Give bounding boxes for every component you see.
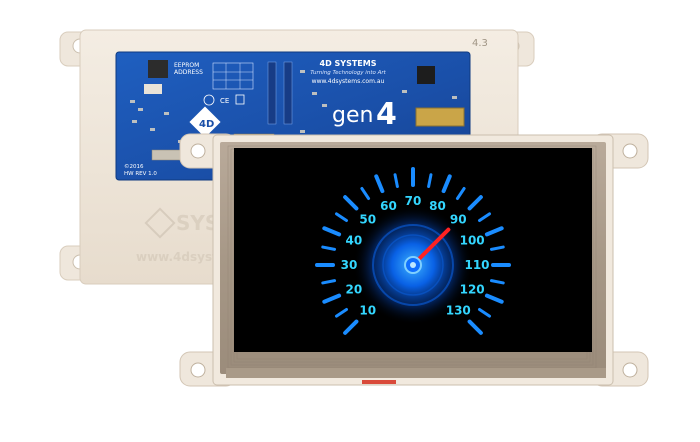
gauge-tick xyxy=(343,195,359,211)
gauge-tick xyxy=(321,279,337,285)
4d-logo-icon xyxy=(189,106,221,138)
gauge-label: 60 xyxy=(380,199,397,213)
board-brand: 4D SYSTEMS xyxy=(320,59,377,68)
gauge-label: 100 xyxy=(460,234,485,248)
copyright-text: ©2016 xyxy=(124,163,144,170)
gauge-tick xyxy=(467,195,483,211)
mounting-hole xyxy=(622,143,638,159)
gauge-ticks xyxy=(315,167,511,335)
cert-mark-icon xyxy=(203,94,215,106)
gen-logo-digit: 4 xyxy=(376,97,397,132)
gauge-tick xyxy=(427,173,433,189)
pin-header xyxy=(283,61,293,125)
fpc-connector xyxy=(415,107,465,127)
gauge-tick xyxy=(322,293,342,304)
gauge-label: 20 xyxy=(346,282,363,296)
gauge-labels: 10 20 30 40 50 60 70 80 90 100 110 120 130 xyxy=(341,194,490,317)
recycle-bin-icon xyxy=(235,94,245,105)
gauge-tick xyxy=(360,187,371,200)
fpc-marker xyxy=(362,380,396,384)
gauge-tick xyxy=(489,245,505,251)
gauge-label: 80 xyxy=(429,199,446,213)
gauge-tick xyxy=(322,226,342,237)
speedometer-gauge: 10 20 30 40 50 60 70 80 90 100 110 120 130 xyxy=(315,167,511,335)
revision-text: HW REV 1.0 xyxy=(124,171,157,177)
gauge-tick xyxy=(484,293,504,304)
pin-header xyxy=(267,61,277,125)
gauge-tick xyxy=(335,307,348,318)
gauge-label: 130 xyxy=(446,303,471,317)
gauge-tick xyxy=(484,226,504,237)
gauge-tick xyxy=(467,319,483,335)
config-table xyxy=(212,62,254,90)
processor-chip xyxy=(417,66,435,84)
model-tag: 4.3 xyxy=(472,38,488,49)
jumper-pad xyxy=(144,84,162,94)
front-module: 10 20 30 40 50 60 70 80 90 100 110 120 130 xyxy=(179,133,649,387)
gauge-tick xyxy=(455,187,466,200)
eeprom-label: EEPROM xyxy=(174,62,199,69)
gen-logo-text: gen xyxy=(332,103,373,128)
gauge-tick xyxy=(478,307,491,318)
gauge-tick xyxy=(489,279,505,285)
address-label: ADDRESS xyxy=(174,69,203,76)
gauge-label: 70 xyxy=(405,194,422,208)
gauge-label: 90 xyxy=(450,213,467,227)
gauge-label: 110 xyxy=(464,258,489,272)
gauge-label: 40 xyxy=(346,234,363,248)
mounting-hole xyxy=(190,143,206,159)
gauge-tick xyxy=(335,212,348,223)
gauge-label: 10 xyxy=(359,303,376,317)
gauge-label: 50 xyxy=(359,213,376,227)
fpc-tail xyxy=(226,368,606,378)
gauge-tick xyxy=(478,212,491,223)
board-tagline: Turning Technology into Art xyxy=(310,70,386,76)
gauge-tick xyxy=(343,319,359,335)
gauge-label: 30 xyxy=(341,258,358,272)
gauge-tick xyxy=(393,173,399,189)
mounting-hole xyxy=(622,362,638,378)
gauge-tick xyxy=(441,174,452,194)
eeprom-chip xyxy=(148,60,168,78)
svg-text:4D: 4D xyxy=(199,119,214,130)
gauge-label: 120 xyxy=(460,282,485,296)
mounting-hole xyxy=(190,362,206,378)
gauge-tick xyxy=(374,174,385,194)
gauge-tick xyxy=(321,245,337,251)
ce-mark-icon: CE xyxy=(220,97,229,105)
board-website: www.4dsystems.com.au xyxy=(312,78,385,85)
